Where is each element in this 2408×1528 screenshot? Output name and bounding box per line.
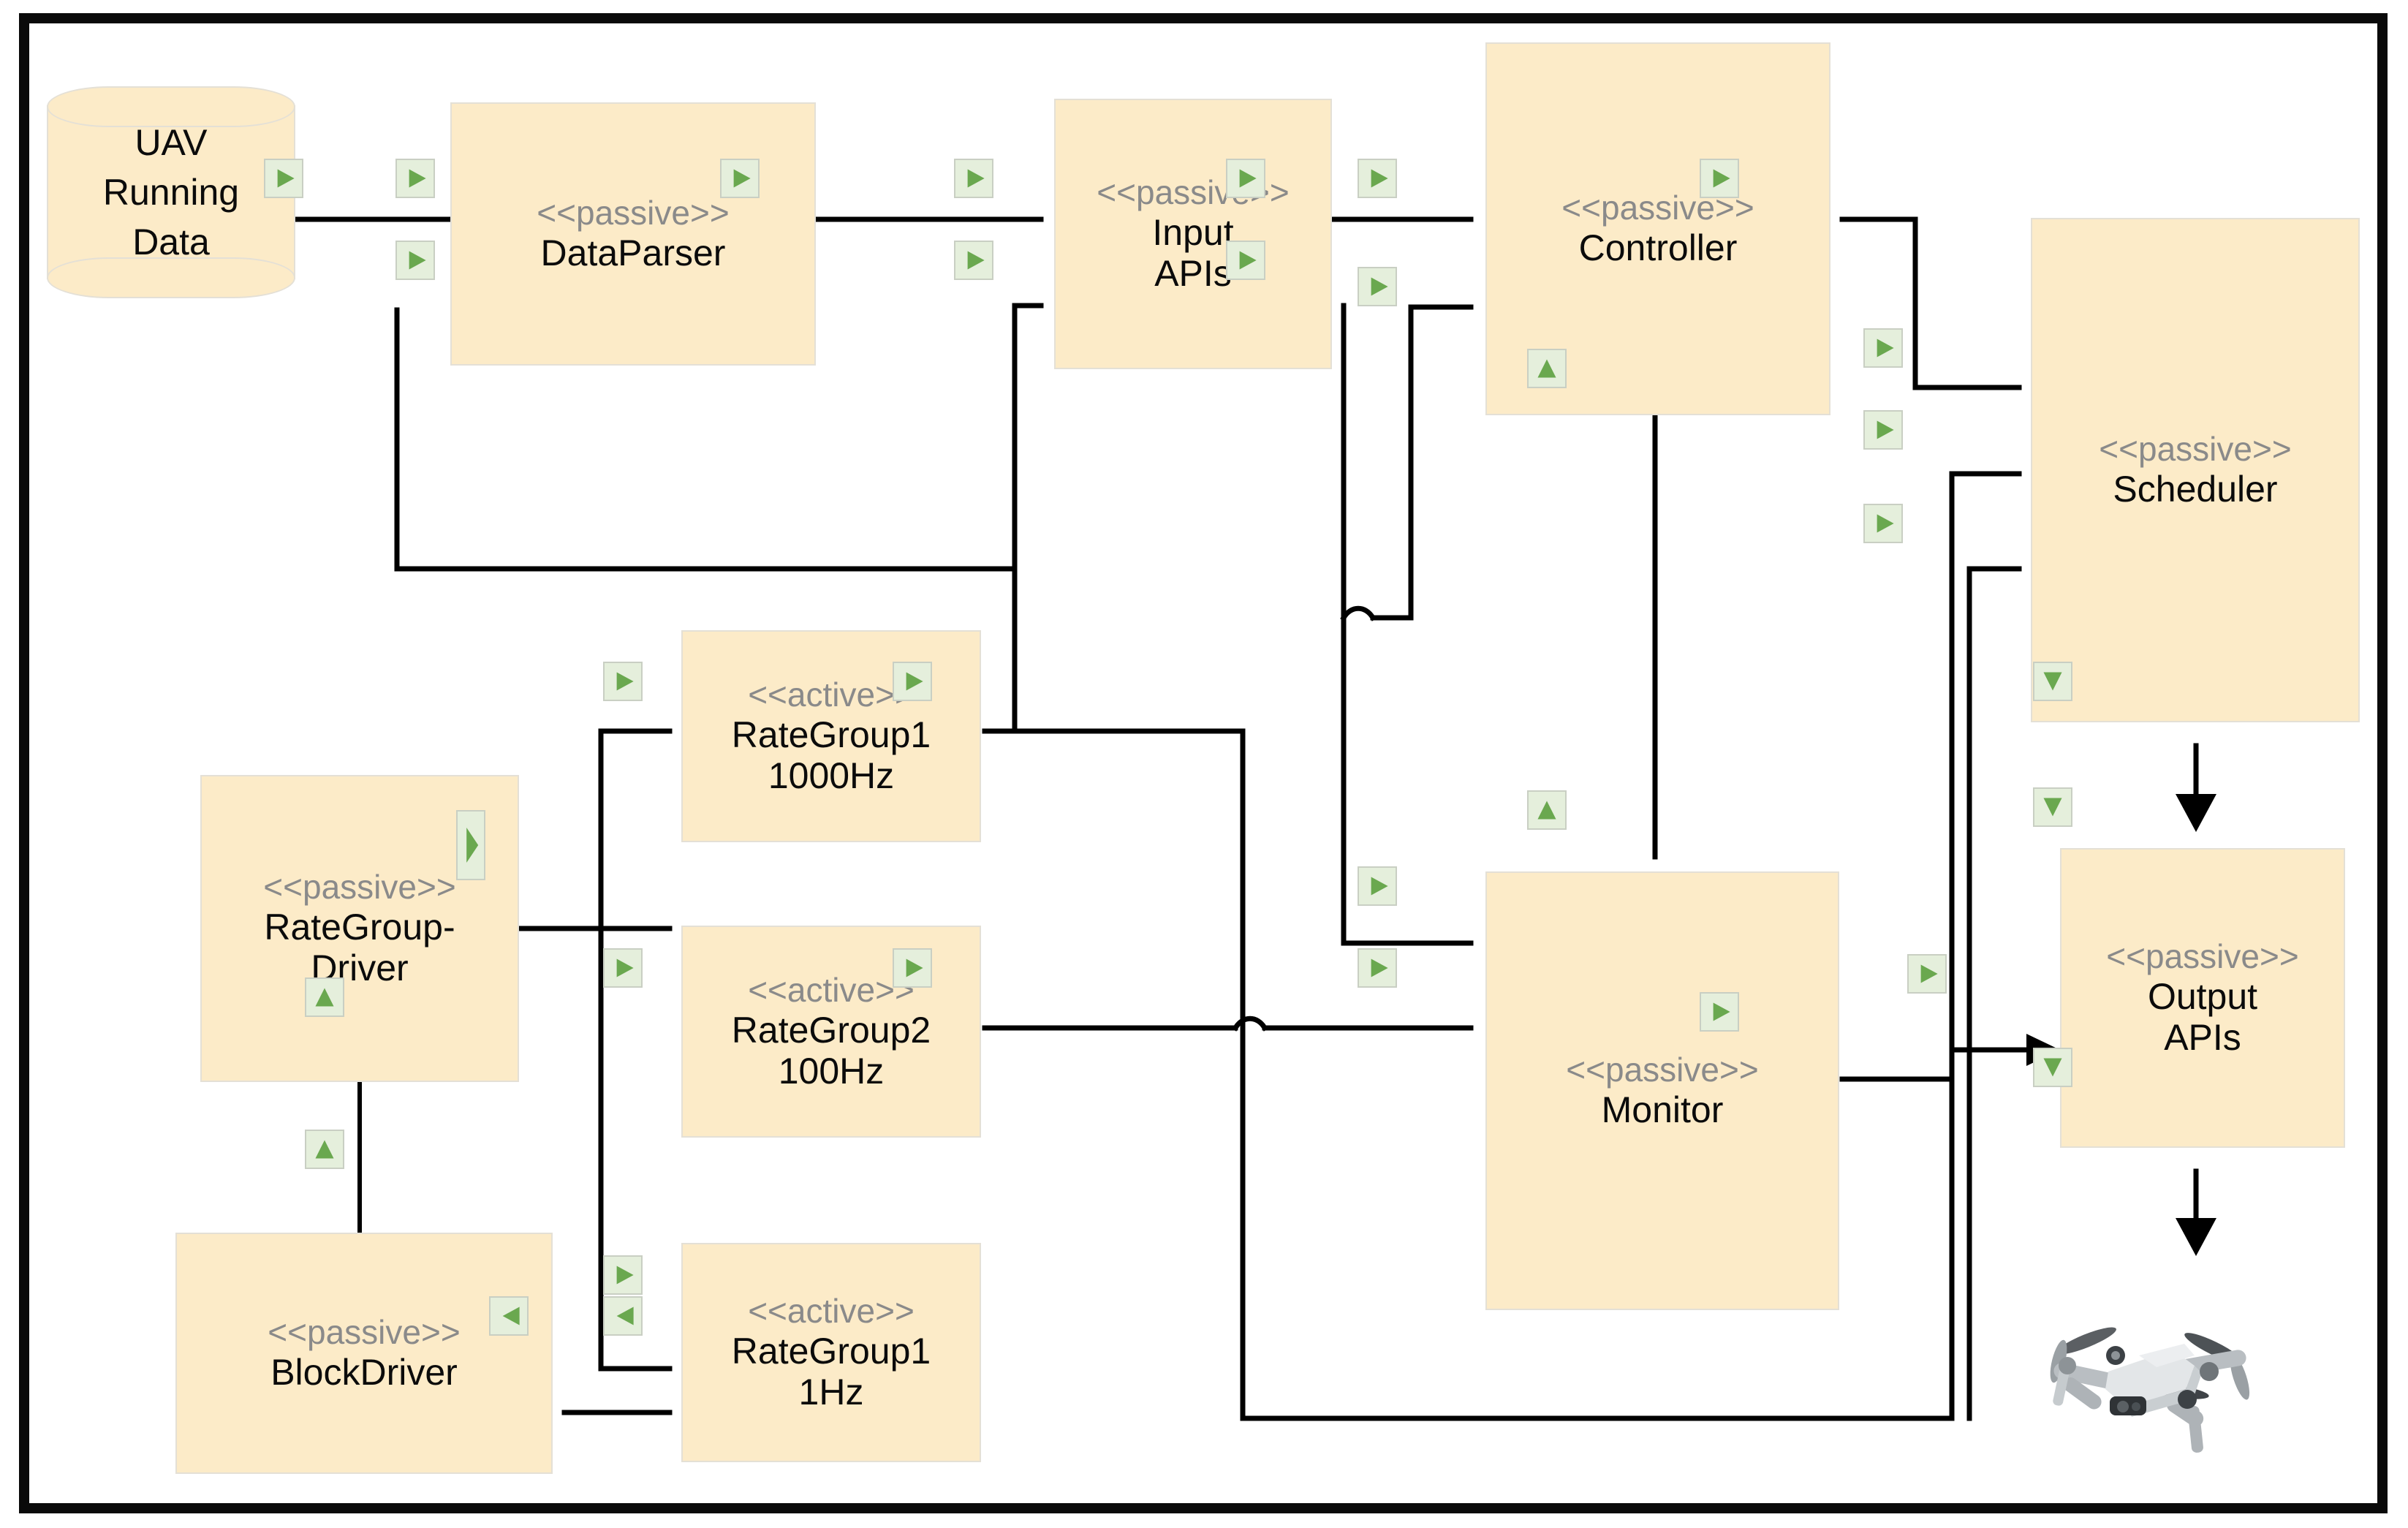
node-rategroup1-1000hz[interactable]: <<active>> RateGroup1 1000Hz: [681, 630, 981, 842]
stereotype-label: <<active>>: [748, 971, 915, 1010]
node-name-line-1: RateGroup1: [731, 714, 931, 755]
port-rg100-in[interactable]: [603, 948, 643, 988]
port-inputapis-out-1[interactable]: [1226, 159, 1265, 198]
node-rategroup2-100hz[interactable]: <<active>> RateGroup2 100Hz: [681, 926, 981, 1138]
port-uav-out[interactable]: [264, 159, 303, 198]
cylinder-body: [47, 105, 295, 279]
port-dataparser-in-1[interactable]: [395, 159, 435, 198]
port-controller-in-2[interactable]: [1358, 267, 1397, 306]
node-name-line-1: RateGroup1: [731, 1330, 931, 1372]
node-name: Monitor: [1601, 1089, 1724, 1130]
port-controller-in-1[interactable]: [1358, 159, 1397, 198]
node-uav-running-data[interactable]: UAV Running Data: [47, 86, 295, 298]
stereotype-label: <<passive>>: [268, 1313, 461, 1352]
stereotype-label: <<passive>>: [263, 868, 456, 907]
node-name-line-1: Output: [2147, 975, 2258, 1017]
node-name-line-1: Input: [1152, 211, 1234, 253]
port-rgdriver-bottom[interactable]: [305, 977, 344, 1017]
node-blockdriver[interactable]: <<passive>> BlockDriver: [175, 1233, 553, 1474]
node-name-line-2: 1000Hz: [768, 754, 895, 796]
port-rg1hz-out[interactable]: [603, 1296, 643, 1336]
port-rg1000-in[interactable]: [603, 662, 643, 701]
node-name-line-2: APIs: [1154, 252, 1232, 294]
port-controller-bottom[interactable]: [1527, 349, 1567, 388]
node-dataparser[interactable]: <<passive>> DataParser: [450, 102, 816, 366]
port-scheduler-out[interactable]: [2033, 662, 2072, 701]
port-rg1hz-in[interactable]: [603, 1255, 643, 1295]
port-rgdriver-out[interactable]: [456, 810, 485, 880]
node-name: DataParser: [540, 232, 726, 273]
uav-line-3: Data: [132, 222, 210, 262]
node-name-line-2: 1Hz: [798, 1371, 864, 1412]
uav-line-2: Running: [102, 172, 240, 213]
stereotype-label: <<passive>>: [2106, 937, 2299, 976]
cylinder-top: [47, 86, 295, 127]
uav-line-1: UAV: [135, 122, 208, 163]
node-name-line-1: RateGroup2: [731, 1009, 931, 1051]
stereotype-label: <<passive>>: [2099, 430, 2292, 469]
port-scheduler-in-1[interactable]: [1863, 328, 1903, 368]
node-name-line-2: APIs: [2164, 1016, 2241, 1058]
node-name: Controller: [1578, 227, 1738, 268]
stereotype-label: <<passive>>: [1566, 1051, 1759, 1089]
port-blockdriver-top[interactable]: [305, 1130, 344, 1169]
port-monitor-in-2[interactable]: [1358, 948, 1397, 988]
node-output-apis[interactable]: <<passive>> Output APIs: [2060, 848, 2345, 1148]
port-outputapis-bottom[interactable]: [2033, 1048, 2072, 1087]
node-monitor[interactable]: <<passive>> Monitor: [1485, 871, 1839, 1310]
port-monitor-out[interactable]: [1700, 992, 1739, 1032]
port-scheduler-in-3[interactable]: [1863, 504, 1903, 543]
node-input-apis[interactable]: <<passive>> Input APIs: [1054, 99, 1332, 369]
node-name-line-2: 100Hz: [778, 1050, 885, 1092]
port-controller-out[interactable]: [1700, 159, 1739, 198]
node-scheduler[interactable]: <<passive>> Scheduler: [2031, 218, 2360, 722]
port-monitor-in-1[interactable]: [1358, 866, 1397, 906]
node-label-group: UAV Running Data: [47, 86, 295, 298]
port-dataparser-out[interactable]: [720, 159, 760, 198]
port-inputapis-in-2[interactable]: [954, 241, 993, 280]
stereotype-label: <<active>>: [748, 676, 915, 714]
stereotype-label: <<active>>: [748, 1292, 915, 1331]
node-name-line-1: RateGroup-: [264, 906, 455, 948]
node-rategroup1-1hz[interactable]: <<active>> RateGroup1 1Hz: [681, 1243, 981, 1462]
port-inputapis-in-1[interactable]: [954, 159, 993, 198]
port-rg1000-out[interactable]: [893, 662, 932, 701]
stereotype-label: <<passive>>: [537, 194, 730, 232]
node-name: Scheduler: [2113, 468, 2278, 510]
port-monitor-top[interactable]: [1527, 790, 1567, 830]
cylinder-bottom: [47, 257, 295, 298]
node-name: BlockDriver: [270, 1351, 458, 1393]
port-dataparser-in-2[interactable]: [395, 241, 435, 280]
port-outputapis-top[interactable]: [2033, 787, 2072, 827]
port-outputapis-in[interactable]: [1907, 954, 1947, 994]
port-scheduler-in-2[interactable]: [1863, 410, 1903, 450]
port-inputapis-out-2[interactable]: [1226, 241, 1265, 280]
port-blockdriver-in[interactable]: [489, 1296, 529, 1336]
port-rg100-out[interactable]: [893, 948, 932, 988]
uav-drone-photo: [2029, 1285, 2271, 1468]
